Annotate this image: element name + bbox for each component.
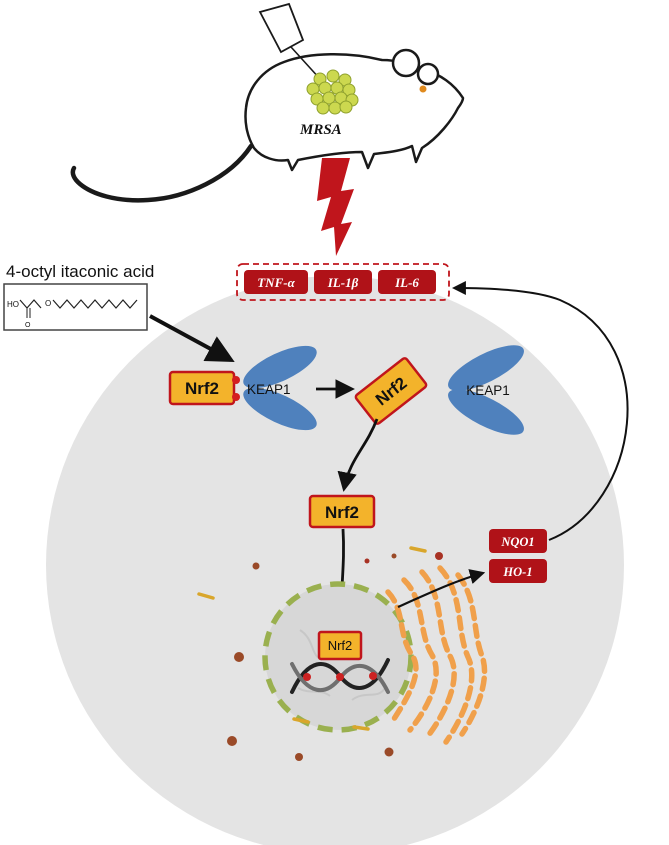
cytokine-label-il1b: IL-1β bbox=[327, 275, 359, 290]
compound-label: 4-octyl itaconic acid bbox=[6, 262, 154, 281]
ester-o-label: O bbox=[45, 299, 51, 308]
cytokine-box-tnf-alpha bbox=[244, 270, 308, 294]
bacteria-cluster-icon bbox=[306, 69, 359, 115]
mouse-illustration: MRSA bbox=[70, 2, 465, 203]
keap1-bound-lower-lobe bbox=[243, 387, 317, 431]
binding-dot-bottom bbox=[232, 393, 240, 401]
keap1-bound-upper-lobe bbox=[243, 345, 317, 389]
cytokine-label-il6: IL-6 bbox=[394, 275, 419, 290]
cytokine-box-il6 bbox=[378, 270, 436, 294]
nqo1-label: NQO1 bbox=[500, 535, 534, 549]
chem-double-bond bbox=[26, 308, 31, 318]
cytokine-label-tnf-alpha: TNF-α bbox=[257, 275, 295, 290]
nrf2-nucleus-label: Nrf2 bbox=[328, 638, 353, 653]
ho1-label: HO-1 bbox=[502, 565, 532, 579]
keap1-bound-label: KEAP1 bbox=[247, 382, 291, 397]
cytokine-box-il1b bbox=[314, 270, 372, 294]
nrf2-cytosol-label: Nrf2 bbox=[325, 503, 359, 522]
nrf2-nucleus-box bbox=[317, 630, 363, 661]
ho1-box bbox=[489, 559, 547, 583]
lightning-bolt-icon bbox=[317, 158, 354, 256]
compound-to-complex-arrow bbox=[149, 314, 235, 363]
mouse-body bbox=[244, 52, 465, 172]
nrf2-bound-box bbox=[168, 370, 236, 406]
keap1-free-label: KEAP1 bbox=[466, 383, 510, 398]
nucleus: Nrf2 bbox=[262, 581, 414, 733]
mouse-ear-front bbox=[416, 62, 440, 86]
molecule-dots bbox=[197, 546, 443, 761]
nrf2-free: Nrf2 bbox=[354, 357, 428, 425]
nrf2-cytosol-box bbox=[308, 494, 376, 529]
nqo1-box bbox=[489, 529, 547, 553]
mouse-ear-back bbox=[391, 48, 421, 78]
dna-helix-icon bbox=[290, 658, 390, 694]
endoplasmic-reticulum-icon bbox=[385, 565, 488, 745]
cytokine-panel-border bbox=[236, 263, 450, 301]
nrf2-free-box bbox=[354, 357, 428, 425]
hydroxyl-label: HO bbox=[7, 300, 19, 309]
nrf2-keap1-complex: Nrf2 KEAP1 bbox=[168, 345, 317, 431]
mrsa-label: MRSA bbox=[299, 122, 342, 138]
feedback-arrow bbox=[451, 281, 629, 541]
carbonyl-o-label: O bbox=[25, 322, 31, 329]
nrf2-down-arrow-1 bbox=[337, 418, 379, 492]
chem-bond-left bbox=[19, 299, 42, 309]
keap1-free: KEAP1 bbox=[448, 345, 524, 435]
er-to-ho1-arrow bbox=[397, 569, 486, 609]
keap1-free-lower-lobe bbox=[448, 389, 524, 435]
nrf2-bound-label: Nrf2 bbox=[185, 379, 219, 398]
chem-octyl-chain bbox=[52, 299, 138, 309]
cytokine-panel: TNF-α IL-1β IL-6 bbox=[236, 263, 450, 301]
mouse-tail bbox=[70, 143, 254, 203]
keap1-free-upper-lobe bbox=[448, 345, 524, 391]
mouse-eye bbox=[419, 85, 427, 93]
binding-dot-top bbox=[232, 376, 240, 384]
chemical-structure: HO O O bbox=[3, 283, 148, 331]
